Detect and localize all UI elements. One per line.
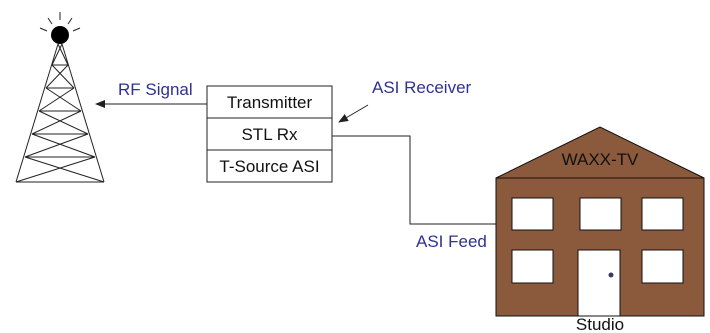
rack-item-t-source-asi: T-Source ASI [219, 157, 319, 176]
studio-building-icon [495, 126, 705, 317]
window [641, 197, 684, 231]
window [511, 197, 554, 231]
rf-signal-label: RF Signal [118, 80, 193, 99]
window [511, 249, 554, 284]
window [579, 197, 622, 231]
studio-door [577, 249, 621, 317]
rack-item-stl-rx: STL Rx [241, 125, 298, 144]
asi-feed-label: ASI Feed [416, 232, 487, 251]
station-callsign: WAXX-TV [562, 150, 639, 169]
equipment-rack: Transmitter STL Rx T-Source ASI [206, 85, 333, 183]
asi-receiver-arrow [338, 104, 369, 123]
window [641, 249, 684, 284]
asi-receiver-label: ASI Receiver [372, 78, 472, 97]
asi-feed-cable [332, 135, 496, 225]
studio-label: Studio [576, 315, 624, 333]
door-knob-icon [608, 272, 614, 278]
rack-item-transmitter: Transmitter [227, 93, 313, 112]
beacon-icon [51, 26, 69, 44]
transmission-tower-icon [15, 12, 105, 183]
